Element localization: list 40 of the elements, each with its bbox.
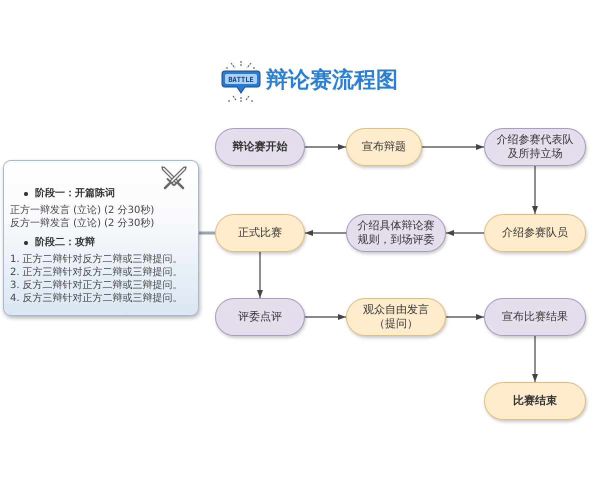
connector-arrow [446, 230, 484, 236]
process-node [346, 214, 446, 252]
process-node [346, 298, 446, 336]
speech-text: 反方一辩发言 (立论) (2 分30秒) [10, 217, 154, 230]
node-label: 辩论赛开始 [232, 140, 288, 154]
list-item: 4. 反方三辩针对正方二辩或三辩提问。 [10, 292, 183, 305]
process-node [484, 128, 586, 166]
process-node [215, 128, 305, 166]
node-label: 比赛结束 [513, 394, 557, 408]
connector-arrow [305, 230, 346, 236]
node-label: 宣布比赛结果 [502, 310, 568, 324]
stage-heading: 阶段一：开篇陈词 [35, 187, 115, 200]
process-node [484, 382, 586, 420]
connector-arrow [446, 314, 484, 320]
connector-arrow [532, 166, 538, 214]
node-label: 观众自由发言（提问） [363, 302, 429, 332]
process-node [484, 298, 586, 336]
connector-arrow [257, 252, 263, 298]
diagram-title: 辩论赛流程图 [266, 68, 398, 94]
connector-arrow [305, 144, 346, 150]
connector-arrow [532, 336, 538, 382]
process-node [484, 214, 586, 252]
process-node [215, 298, 305, 336]
process-node [215, 214, 305, 252]
connector-line [199, 232, 215, 234]
connector-arrow [305, 314, 346, 320]
speech-text: 正方一辩发言 (立论) (2 分30秒) [10, 204, 154, 217]
node-label: 评委点评 [238, 310, 282, 324]
node-label: 宣布辩题 [362, 140, 406, 154]
node-label: 介绍具体辩论赛规则，到场评委 [358, 218, 434, 248]
list-item: 3. 反方二辩针对正方二辩或三辩提问。 [10, 279, 183, 292]
node-label: 介绍参赛代表队及所持立场 [496, 132, 574, 162]
stage-heading: 阶段二：攻辩 [35, 236, 95, 249]
node-label: 介绍参赛队员 [502, 226, 568, 240]
list-item: 1. 正方二辩针对反方二辩或三辩提问。 [10, 253, 183, 266]
process-node [346, 128, 422, 166]
notes-panel [3, 160, 199, 316]
connector-arrow [422, 144, 484, 150]
list-item: 2. 正方三辩针对反方二辩或三辩提问。 [10, 266, 183, 279]
node-label: 正式比赛 [238, 226, 282, 240]
